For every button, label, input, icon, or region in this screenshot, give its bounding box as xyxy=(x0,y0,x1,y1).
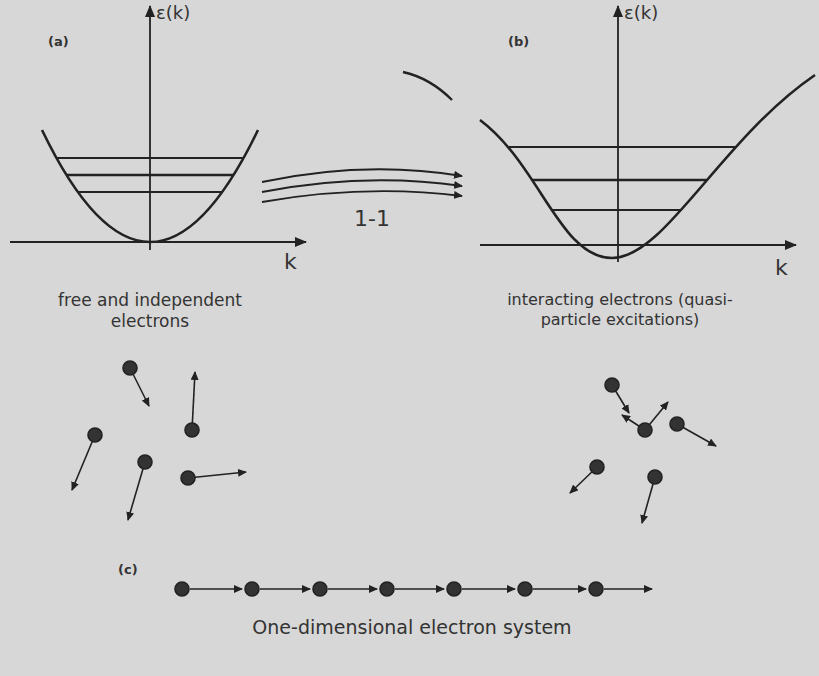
energy-level xyxy=(78,191,222,193)
electron-dot xyxy=(447,582,461,596)
energy-level xyxy=(551,209,681,211)
velocity-arrow xyxy=(128,462,145,520)
electron-dot xyxy=(313,582,327,596)
energy-level xyxy=(532,179,707,181)
axis-label: k xyxy=(775,254,788,282)
electron-dot xyxy=(380,582,394,596)
axis-label: ε(k) xyxy=(624,2,658,25)
velocity-arrow xyxy=(395,588,444,590)
panel-label: (a) xyxy=(48,34,69,50)
electron-dot xyxy=(648,470,662,484)
electron-dot xyxy=(185,423,199,437)
y-axis xyxy=(149,6,151,250)
velocity-arrow xyxy=(72,435,95,490)
velocity-arrow xyxy=(462,588,515,590)
mapping-arrows xyxy=(262,72,462,202)
caption-text: free and independent electrons xyxy=(43,290,258,333)
panel-label: (b) xyxy=(508,34,529,50)
electron-dot xyxy=(590,460,604,474)
free-electrons xyxy=(72,361,246,520)
energy-level xyxy=(67,174,233,176)
velocity-arrow xyxy=(260,588,310,590)
velocity-arrow xyxy=(188,472,246,478)
caption-text: One-dimensional electron system xyxy=(202,616,622,640)
velocity-arrow xyxy=(533,588,586,590)
mapping-arrow xyxy=(262,191,462,202)
electron-dot xyxy=(638,423,652,437)
interacting-electrons xyxy=(570,378,716,523)
energy-level xyxy=(509,146,735,148)
x-axis xyxy=(480,244,796,246)
electron-chain xyxy=(175,582,652,596)
panel-label: (c) xyxy=(118,562,138,578)
interacting-band xyxy=(480,75,815,258)
axis-label: k xyxy=(284,248,297,276)
panel-a xyxy=(10,6,306,250)
electron-dot xyxy=(138,455,152,469)
panel-b xyxy=(480,6,815,262)
electron-dot xyxy=(605,378,619,392)
electron-dot xyxy=(88,428,102,442)
velocity-arrow xyxy=(192,372,195,430)
parabola-band xyxy=(42,130,258,242)
velocity-arrow xyxy=(604,588,652,590)
electron-dot xyxy=(245,582,259,596)
y-axis xyxy=(617,6,619,262)
electron-dot xyxy=(175,582,189,596)
arc-stroke xyxy=(403,72,452,100)
caption-text: interacting electrons (quasi-particle ex… xyxy=(489,290,751,330)
electron-dot xyxy=(518,582,532,596)
energy-level xyxy=(57,157,243,159)
velocity-arrow xyxy=(190,588,242,590)
mapping-label: 1-1 xyxy=(354,205,390,233)
axis-label: ε(k) xyxy=(156,2,190,25)
electron-dot xyxy=(589,582,603,596)
electron-dot xyxy=(670,417,684,431)
mapping-arrow xyxy=(262,180,462,192)
electron-dot xyxy=(123,361,137,375)
electron-dot xyxy=(181,471,195,485)
velocity-arrow xyxy=(328,588,377,590)
